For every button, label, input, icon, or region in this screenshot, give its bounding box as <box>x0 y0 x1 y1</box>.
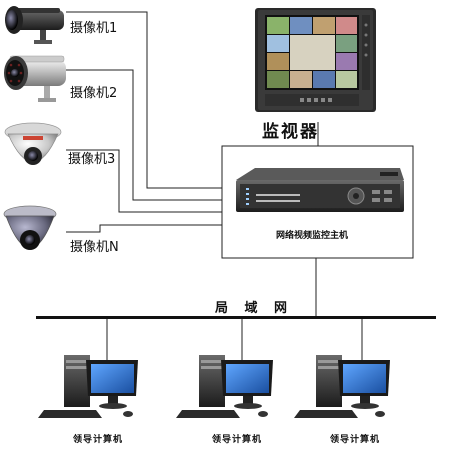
camera-n-label: 摄像机N <box>70 240 119 255</box>
camera-n-icon <box>3 205 57 250</box>
camera-3-label: 摄像机3 <box>68 152 116 167</box>
camera-connection-lines <box>66 11 222 233</box>
computer-2-label: 领导计算机 <box>212 435 263 445</box>
computer-3-icon <box>294 355 390 418</box>
camera-2-icon <box>4 55 66 102</box>
lan-bar <box>36 316 436 319</box>
monitor-screen-tiles <box>267 17 357 88</box>
camera-1-label: 摄像机1 <box>70 21 118 36</box>
camera-2-label: 摄像机2 <box>70 86 118 101</box>
camera-1-icon <box>5 6 64 44</box>
camera-1-cable <box>66 11 222 189</box>
monitor-label: 监视器 <box>262 122 319 142</box>
camera-3-icon <box>4 122 62 165</box>
computer-1-label: 领导计算机 <box>73 435 124 445</box>
nvr-device-icon <box>236 168 404 212</box>
camera-3-cable <box>66 149 222 213</box>
nvr-label: 网络视频监控主机 <box>276 231 349 241</box>
camera-2-cable <box>66 69 222 201</box>
computer-1-icon <box>38 355 138 418</box>
lan-label: 局 域 网 <box>215 301 294 316</box>
camera-n-cable <box>66 224 222 233</box>
computer-3-label: 领导计算机 <box>330 435 381 445</box>
computer-2-icon <box>176 355 273 418</box>
monitor-icon <box>255 8 376 112</box>
